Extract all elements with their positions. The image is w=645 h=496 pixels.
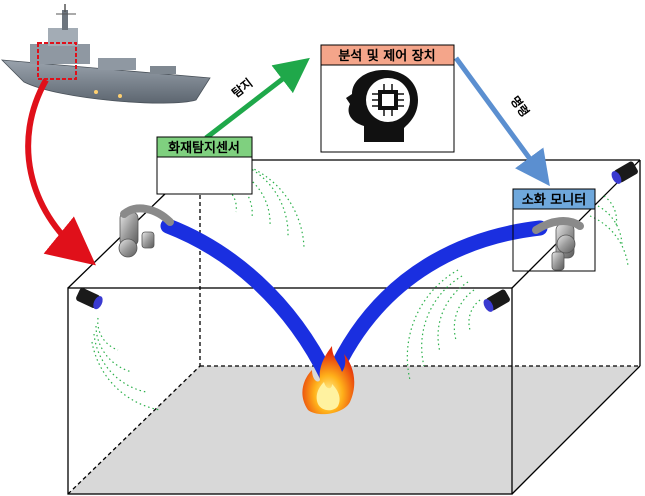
warship-icon [0, 4, 211, 104]
monitor-label: 소화 모니터 [522, 192, 586, 208]
sensor-waves-left [91, 317, 161, 411]
fire-monitor-nozzle-icon [118, 204, 174, 258]
room-floor [68, 366, 640, 494]
control-unit-label: 분석 및 제어 장치 [338, 48, 435, 64]
camera-sensor-icon [483, 289, 510, 312]
ship-link-arrow [25, 78, 96, 266]
monitor-header [512, 188, 596, 210]
fire-sensor-label: 화재탐지센서 [168, 140, 240, 156]
control-unit-header [320, 44, 455, 66]
detect-arrow-label: 탐지 [229, 75, 256, 100]
fire-sensor-header [156, 136, 253, 158]
control-unit-node: 분석 및 제어 장치 [320, 44, 455, 153]
camera-sensor-icon [611, 161, 638, 184]
water-stream-right [324, 220, 548, 386]
water-stream-left [160, 218, 336, 386]
fire-icon [302, 346, 355, 415]
command-arrow-label: 명령 [508, 94, 532, 120]
command-arrow [453, 56, 550, 187]
fire-sensor-node: 화재탐지센서 [156, 136, 253, 195]
sensor-waves-back-right [589, 195, 629, 267]
brain-chip-icon [346, 70, 418, 142]
sensor-waves-right [406, 269, 481, 381]
camera-sensor-icon [76, 287, 103, 310]
ship-marker-box [37, 42, 77, 80]
monitor-node: 소화 모니터 [512, 188, 596, 272]
detect-arrow [204, 57, 310, 140]
fire-monitor-nozzle-icon [532, 217, 584, 271]
